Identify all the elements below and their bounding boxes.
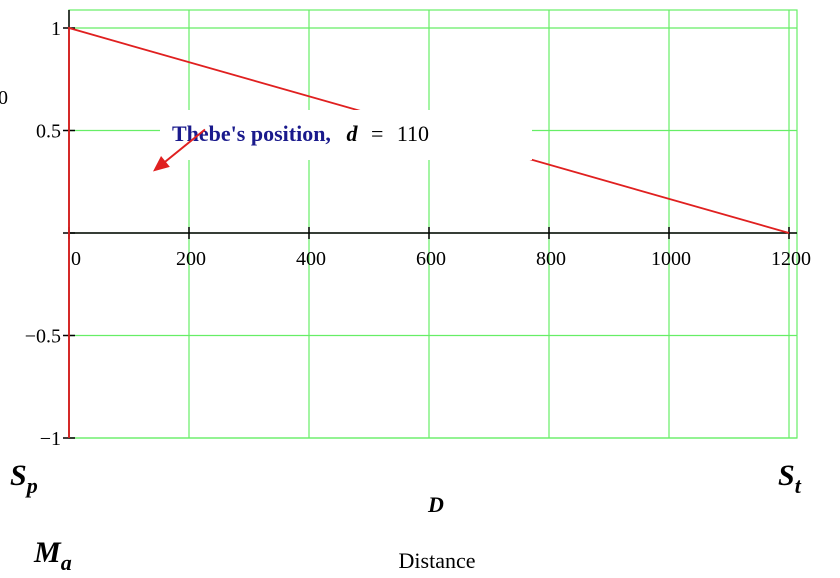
- annotation-box: [160, 110, 532, 160]
- x-limit-left-label: Sp: [10, 459, 38, 498]
- x-tick-label: 200: [176, 248, 206, 270]
- y-tick-label: −0.5: [25, 326, 61, 348]
- annotation-arrow-head: [153, 156, 170, 172]
- annotation-label: Thebe's position,: [172, 121, 331, 146]
- x-axis-label: Distance: [399, 548, 476, 573]
- annotation-arrow: [162, 128, 206, 165]
- x-tick-label: 0: [71, 248, 81, 270]
- axes: [63, 10, 797, 439]
- series-line: [68, 26, 790, 438]
- series-layer: [68, 26, 790, 438]
- x-tick-label: 800: [536, 248, 566, 270]
- y-variable-sub: a: [61, 550, 72, 575]
- x-limit-right-label: St: [778, 459, 802, 498]
- x-tick-label: 1200: [771, 248, 811, 270]
- x-limit-right-sub: t: [795, 473, 802, 498]
- y-variable-main: M: [33, 536, 62, 569]
- x-variable-label: D: [427, 492, 444, 517]
- plot-frame: [68, 9, 798, 439]
- x-tick-label: 400: [296, 248, 326, 270]
- y-variable-label: Ma: [33, 536, 72, 575]
- y-tick-label: −1: [40, 428, 61, 450]
- annotation-var: d: [346, 121, 358, 146]
- y-tick-label: 1: [51, 18, 61, 40]
- grid-lines: [68, 9, 798, 439]
- tick-labels: 0 200 400 600 800 1000 1200 −1 −0.5 0.5 1: [25, 18, 811, 450]
- x-tick-label: 600: [416, 248, 446, 270]
- y-tick-label: 0.5: [36, 121, 61, 143]
- x-limit-left-main: S: [10, 459, 27, 492]
- annotation-eq: =: [371, 121, 383, 146]
- annotation-value: 110: [397, 121, 429, 146]
- x-tick-label: 1000: [651, 248, 691, 270]
- y-clip-label: 0: [0, 87, 8, 109]
- x-limit-left-sub: p: [25, 473, 38, 498]
- x-limit-right-main: S: [778, 459, 795, 492]
